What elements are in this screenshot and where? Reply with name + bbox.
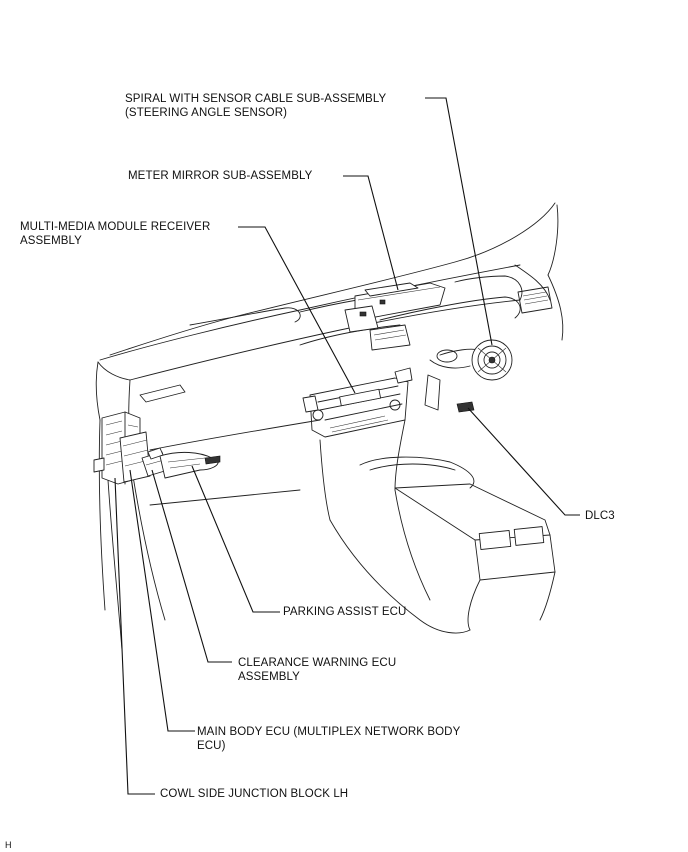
label-cowl-side: COWL SIDE JUNCTION BLOCK LH: [160, 787, 348, 801]
main-body-ecu-part: [119, 431, 151, 483]
leader-dlc3: [467, 407, 580, 516]
leader-parking-assist: [191, 465, 280, 613]
center-stack: [302, 367, 413, 438]
label-spiral-cable: SPIRAL WITH SENSOR CABLE SUB-ASSEMBLY (S…: [125, 92, 386, 120]
label-clearance-warning: CLEARANCE WARNING ECU ASSEMBLY: [238, 656, 396, 684]
corner-mark: H: [5, 840, 12, 850]
label-multimedia-line1: MULTI-MEDIA MODULE RECEIVER: [20, 221, 211, 233]
leader-meter-mirror: [343, 175, 399, 291]
label-cowl-side-text: COWL SIDE JUNCTION BLOCK LH: [160, 788, 349, 800]
label-parking-assist: PARKING ASSIST ECU: [283, 605, 406, 619]
left-vent: [139, 384, 186, 403]
door-and-kick-panel: [95, 361, 321, 651]
leader-clearance: [151, 469, 232, 663]
label-clearance-line1: CLEARANCE WARNING ECU: [238, 657, 397, 669]
right-vent: [517, 286, 553, 314]
leader-main-body: [129, 469, 195, 732]
leader-cowl-side: [114, 477, 155, 795]
label-spiral-line2: (STEERING ANGLE SENSOR): [125, 107, 288, 119]
label-main-body-ecu: MAIN BODY ECU (MULTIPLEX NETWORK BODY EC…: [197, 725, 460, 753]
label-main-body-line1: MAIN BODY ECU (MULTIPLEX NETWORK BODY: [197, 726, 461, 738]
label-spiral-line1: SPIRAL WITH SENSOR CABLE SUB-ASSEMBLY: [125, 93, 387, 105]
spiral-cable-part: [471, 339, 513, 381]
label-multimedia-line2: ASSEMBLY: [20, 235, 82, 247]
label-clearance-line2: ASSEMBLY: [238, 671, 300, 683]
label-main-body-line2: ECU): [197, 740, 226, 752]
label-meter-mirror: METER MIRROR SUB-ASSEMBLY: [128, 169, 312, 183]
dashboard-top: [97, 264, 523, 381]
meter-mirror-part: [344, 282, 446, 351]
dlc3-part: [456, 401, 475, 413]
center-console: [329, 456, 556, 634]
leader-spiral: [425, 97, 493, 346]
leader-multimedia: [238, 226, 356, 394]
label-dlc3: DLC3: [585, 509, 615, 523]
leader-lines: [114, 97, 580, 795]
label-dlc3-text: DLC3: [585, 510, 615, 522]
label-meter-mirror-text: METER MIRROR SUB-ASSEMBLY: [128, 170, 313, 182]
parking-assist-ecu-part: [159, 451, 221, 479]
label-parking-assist-text: PARKING ASSIST ECU: [283, 606, 407, 618]
windshield-and-pillar: [109, 202, 564, 356]
label-multimedia-receiver: MULTI-MEDIA MODULE RECEIVER ASSEMBLY: [20, 220, 210, 248]
